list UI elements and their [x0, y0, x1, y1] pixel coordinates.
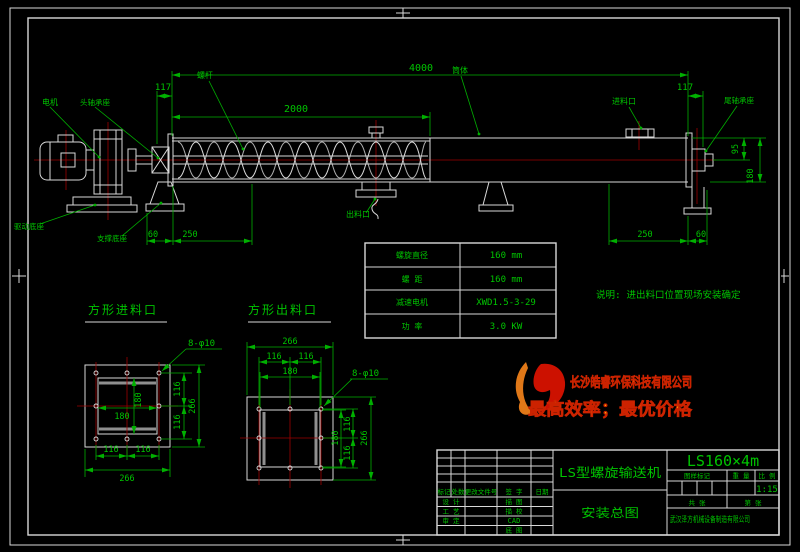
drawing-frame: [9, 7, 791, 546]
tail-end-assembly: [683, 132, 714, 215]
dim-screw-section: 2000: [284, 104, 308, 115]
spec-table: 螺旋直径 160 mm 螺 距 160 mm 减速电机 XWD1.5-3-29 …: [364, 242, 557, 339]
spec-row3-label: 减速电机: [396, 297, 428, 307]
tb-header-date: 日期: [536, 488, 550, 496]
detail-inlet-flange: 方形进料口: [77, 302, 222, 484]
tb-product-name: LS型螺旋输送机: [559, 465, 662, 480]
spec-row1-label: 螺旋直径: [396, 250, 428, 260]
dim-outlet-pitch-2: 116: [298, 352, 313, 362]
tb-manufacturer: 武汉泽方机械设备制造有限公司: [670, 514, 750, 524]
dim-outlet-overall-h: 266: [360, 430, 370, 445]
tb-scale-value: 1:15: [756, 485, 778, 495]
main-dimensions: 4000 117 2000 117 60 250 250 60 95 180: [146, 63, 766, 245]
installation-note: 说明: 进出料口位置现场安装确定: [596, 289, 741, 301]
detail-outlet-flange: 方形出料口: [240, 302, 388, 488]
dim-outlet-pitch-3: 116: [343, 416, 353, 431]
tb-total-sheets: 共 张: [689, 498, 706, 507]
tb-header-sample-mark: 图样标记: [684, 471, 711, 480]
tb-header-sign: 签 字: [506, 487, 523, 496]
tb-header-mark: 标记: [438, 487, 452, 496]
label-screw: 螺杆: [197, 70, 213, 80]
title-block: 标记 处数 更改文件号 签 字 日期 设 计 描 图 工 艺 描 校 审 定 C…: [436, 449, 780, 536]
dim-outlet-opening-w: 180: [282, 367, 297, 377]
label-outlet: 出料口: [346, 209, 370, 219]
dim-total-length: 4000: [409, 63, 433, 74]
gear-reducer: [93, 129, 152, 195]
dim-inlet-overall-w: 266: [119, 474, 134, 484]
dim-outlet-pitch-1: 116: [266, 352, 281, 362]
frame-center-ticks: [12, 8, 789, 545]
label-inlet-holes: 8-φ10: [188, 339, 215, 349]
dim-inlet-pitch-3: 116: [103, 445, 118, 455]
screw-spiral: [177, 141, 427, 179]
tb-header-ratio: 比 例: [759, 471, 776, 480]
dim-base-250-left: 250: [182, 230, 197, 240]
dim-left-overhang: 117: [155, 83, 171, 93]
dim-height-95: 95: [731, 144, 741, 154]
dim-right-overhang: 117: [677, 83, 693, 93]
label-outlet-holes: 8-φ10: [352, 369, 379, 379]
motor: [39, 134, 94, 181]
tb-row1-b: 描 图: [506, 497, 523, 506]
company-name: 长沙皓睿环保科技有限公司: [570, 374, 692, 391]
dim-base-250-right: 250: [637, 230, 652, 240]
dim-inlet-opening-h: 180: [134, 392, 144, 407]
detail-inlet-title: 方形进料口: [88, 302, 158, 317]
label-casing: 筒体: [452, 65, 468, 75]
label-tail-bearing: 尾轴承座: [724, 95, 754, 105]
tb-row3-a: 审 定: [443, 516, 460, 525]
label-motor: 电机: [42, 97, 58, 107]
dim-inlet-pitch-4: 116: [135, 445, 150, 455]
dim-outlet-opening-h: 180: [331, 430, 341, 445]
tb-header-count: 处数: [452, 487, 466, 496]
mid-support-leg: [478, 181, 514, 212]
company-logo: [515, 362, 566, 415]
spec-row1-value: 160 mm: [490, 251, 523, 261]
spec-row4-value: 3.0 KW: [490, 322, 523, 332]
tb-row2-a: 工 艺: [443, 508, 460, 516]
label-head-bearing: 头轴承座: [80, 97, 110, 107]
company-block: 长沙皓睿环保科技有限公司 最高效率；最优价格: [515, 362, 693, 420]
tb-row4-b: 底 图: [506, 526, 523, 535]
inlet-bolt-holes: [93, 370, 162, 442]
spec-row3-value: XWD1.5-3-29: [476, 298, 536, 308]
main-part-labels: 电机 头轴承座 螺杆 筒体 进料口 尾轴承座 驱动底座 支撑底座 出料口: [14, 65, 754, 243]
tb-header-change-doc: 更改文件号: [465, 487, 498, 496]
inlet-flange-top: [625, 128, 655, 138]
spec-row2-label: 螺 距: [402, 274, 423, 284]
dim-outlet-overall-w: 266: [282, 337, 297, 347]
company-slogan: 最高效率；最优价格: [528, 399, 693, 420]
conveyor-tube: [167, 133, 688, 187]
tb-sheet-no: 第 张: [745, 498, 762, 507]
tb-model: LS160×4m: [687, 452, 759, 470]
head-bearing-block: [151, 146, 170, 174]
detail-outlet-title: 方形出料口: [248, 302, 318, 317]
label-inlet: 进料口: [612, 96, 636, 106]
tb-drawing-name: 安装总图: [581, 505, 639, 520]
spec-row4-label: 功 率: [402, 321, 423, 331]
hanger-bearing-fitting: [368, 126, 384, 138]
tb-row1-a: 设 计: [443, 497, 460, 506]
dim-inlet-pitch-2: 116: [173, 414, 183, 429]
dim-inlet-pitch-1: 116: [173, 381, 183, 396]
spec-row2-value: 160 mm: [490, 275, 523, 285]
inlet-end-support-leg: [145, 181, 185, 212]
dim-inlet-opening-w: 180: [114, 412, 129, 422]
tb-header-weight: 重 量: [733, 472, 750, 480]
dim-inlet-overall-h: 266: [188, 398, 198, 413]
dim-outlet-pitch-4: 116: [343, 445, 353, 460]
tb-row3-b: CAD: [508, 517, 521, 525]
label-drive-base: 驱动底座: [14, 221, 44, 231]
dim-height-180: 180: [746, 168, 756, 183]
outlet-flange-bottom: [355, 182, 397, 220]
tb-row2-b: 描 校: [506, 507, 523, 516]
dim-base-60-right: 60: [696, 230, 706, 240]
label-support-base: 支撑底座: [97, 233, 127, 243]
dim-base-60-left: 60: [148, 230, 158, 240]
drive-base-plate: [66, 196, 138, 213]
